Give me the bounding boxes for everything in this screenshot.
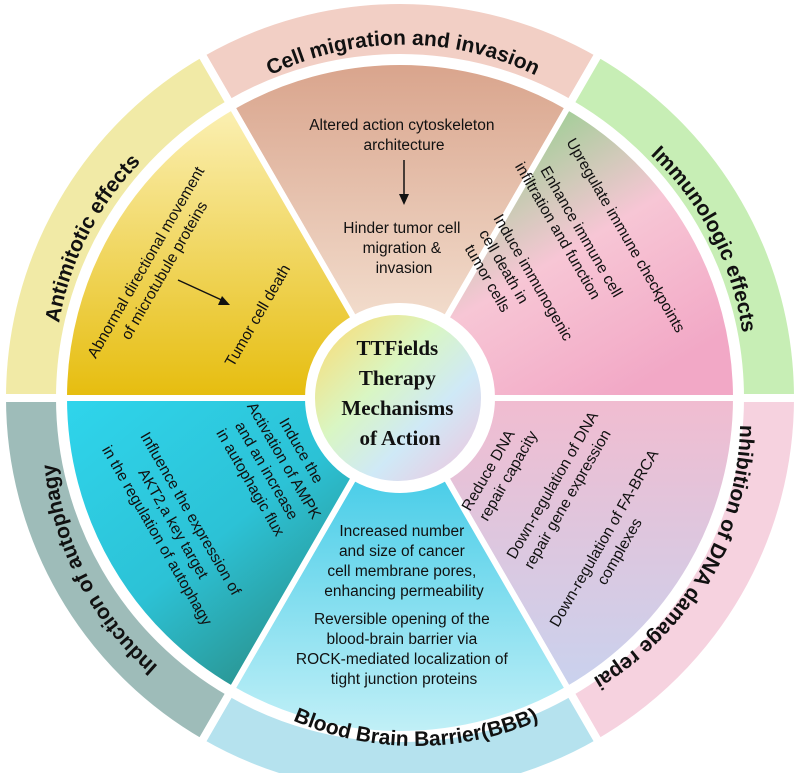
inner-ring	[60, 59, 740, 737]
cell-migration-content: Altered action cytoskeleton architecture…	[309, 117, 499, 277]
inner-sector-immunologic	[441, 102, 740, 401]
center-title: TTFields Therapy Mechanisms of Action	[341, 336, 458, 450]
bbb-permeability-text: Increased number and size of cancer cell…	[324, 523, 484, 600]
center-circle	[309, 309, 487, 487]
inner-sector-antimitotic	[60, 102, 359, 401]
inner-sector-cell-migration	[227, 59, 573, 323]
inner-sector-bbb	[227, 473, 573, 737]
down-arrow-icon	[399, 160, 409, 205]
right-arrow-icon	[177, 279, 230, 305]
inner-sector-dna-repair	[441, 395, 740, 694]
outer-sector-antimitotic	[0, 47, 236, 402]
center-hub: TTFields Therapy Mechanisms of Action	[309, 309, 487, 487]
migration-effect-text: Hinder tumor cell migration & invasion	[343, 220, 464, 277]
migration-cause-text: Altered action cytoskeleton architecture	[309, 117, 499, 154]
inner-sector-autophagy	[60, 395, 359, 694]
bbb-opening-text: Reversible opening of the blood-brain ba…	[296, 611, 512, 688]
bbb-content: Increased number and size of cancer cell…	[296, 523, 512, 688]
